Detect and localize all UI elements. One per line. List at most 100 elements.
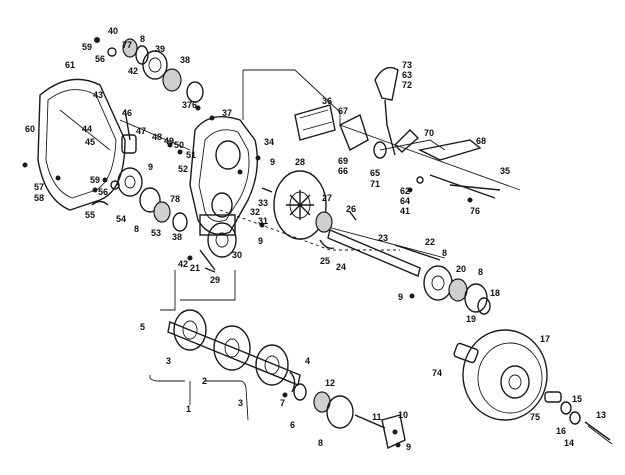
callout-11: 11 — [372, 412, 382, 422]
callout-labels: 59 56 40 77 8 42 39 38 61 43 60 44 45 46… — [25, 26, 606, 452]
chaincase-cover — [37, 78, 126, 211]
callout-15: 15 — [572, 394, 582, 404]
callout-52: 52 — [178, 164, 188, 174]
callout-19: 19 — [466, 314, 476, 324]
callout-6-lower: 6 — [290, 420, 295, 430]
callout-30: 30 — [232, 250, 242, 260]
callout-9-sprocket: 9 — [258, 236, 263, 246]
callout-13: 13 — [596, 410, 606, 420]
lower-bearing-flange — [282, 383, 406, 450]
callout-38-lower: 38 — [172, 232, 182, 242]
callout-57: 57 — [34, 182, 44, 192]
callout-71: 71 — [370, 179, 380, 189]
callout-23: 23 — [378, 233, 388, 243]
callout-12: 12 — [325, 378, 335, 388]
callout-33: 33 — [258, 198, 268, 208]
callout-70: 70 — [424, 128, 434, 138]
upper-sprocket-stack — [94, 37, 204, 103]
callout-54: 54 — [116, 214, 126, 224]
callout-78: 78 — [170, 194, 180, 204]
callout-38: 38 — [180, 55, 190, 65]
callout-8-right: 8 — [442, 248, 447, 258]
callout-72: 72 — [402, 80, 412, 90]
callout-69: 69 — [338, 156, 348, 166]
chaincase-housing — [189, 115, 258, 236]
callout-75: 75 — [530, 412, 540, 422]
callout-6: 6 — [192, 100, 197, 110]
callout-46: 46 — [122, 108, 132, 118]
callout-56-lower: 56 — [98, 187, 108, 197]
callout-29: 29 — [210, 275, 220, 285]
callout-28: 28 — [295, 157, 305, 167]
callout-51: 51 — [186, 150, 196, 160]
callout-36: 36 — [322, 96, 332, 106]
callout-22: 22 — [425, 237, 435, 247]
drive-shaft — [315, 211, 441, 277]
callout-65: 65 — [370, 168, 380, 178]
callout-16: 16 — [556, 426, 566, 436]
callout-3: 3 — [166, 356, 171, 366]
callout-4: 4 — [305, 356, 310, 366]
callout-59: 59 — [82, 42, 92, 52]
callout-9-flange: 9 — [406, 442, 411, 452]
callout-45: 45 — [85, 137, 95, 147]
callout-14: 14 — [564, 438, 574, 448]
callout-56: 56 — [95, 54, 105, 64]
callout-62: 62 — [400, 186, 410, 196]
callout-9-right: 9 — [398, 292, 403, 302]
callout-24: 24 — [336, 262, 346, 272]
leader-lines — [119, 69, 521, 421]
callout-3-right: 3 — [238, 398, 243, 408]
callout-32: 32 — [250, 207, 260, 217]
callout-53: 53 — [151, 228, 161, 238]
callout-44: 44 — [82, 124, 92, 134]
callout-7: 7 — [280, 398, 285, 408]
driven-sprocket — [187, 222, 237, 271]
callout-43: 43 — [93, 90, 103, 100]
callout-21: 21 — [190, 263, 200, 273]
callout-39: 39 — [155, 44, 165, 54]
callout-55: 55 — [85, 210, 95, 220]
track-drive-sprockets — [167, 309, 301, 393]
callout-8-right-outer: 8 — [478, 267, 483, 277]
callout-60: 60 — [25, 124, 35, 134]
callout-8-flange: 8 — [318, 438, 323, 448]
callout-63: 63 — [402, 70, 412, 80]
callout-59-lower: 59 — [90, 175, 100, 185]
callout-42: 42 — [128, 66, 138, 76]
callout-66: 66 — [338, 166, 348, 176]
callout-34: 34 — [264, 137, 274, 147]
callout-9-lower: 9 — [148, 162, 153, 172]
callout-40: 40 — [108, 26, 118, 36]
brake-caliper-assembly — [294, 66, 501, 203]
callout-26: 26 — [346, 204, 356, 214]
callout-1: 1 — [186, 404, 191, 414]
callout-35: 35 — [500, 166, 510, 176]
callout-73: 73 — [402, 60, 412, 70]
callout-37: 37 — [182, 100, 192, 110]
callout-50: 50 — [174, 140, 184, 150]
callout-27: 27 — [322, 193, 332, 203]
callout-47: 47 — [136, 126, 146, 136]
callout-68: 68 — [476, 136, 486, 146]
callout-20: 20 — [456, 264, 466, 274]
callout-77: 77 — [122, 40, 132, 50]
callout-25: 25 — [320, 256, 330, 266]
callout-8-lower: 8 — [134, 224, 139, 234]
callout-37-housing: 37 — [222, 108, 232, 118]
callout-76: 76 — [470, 206, 480, 216]
callout-42-lower: 42 — [178, 259, 188, 269]
misc-hardware — [167, 105, 273, 273]
callout-31: 31 — [258, 216, 268, 226]
callout-61: 61 — [65, 60, 75, 70]
callout-9: 9 — [270, 157, 275, 167]
brake-disc — [273, 170, 327, 240]
callout-48: 48 — [152, 132, 162, 142]
callout-17: 17 — [540, 334, 550, 344]
callout-10: 10 — [398, 410, 408, 420]
callout-67: 67 — [338, 106, 348, 116]
right-bearing-stack — [409, 265, 491, 315]
callout-74: 74 — [432, 368, 442, 378]
lower-sprocket-stack — [22, 109, 188, 232]
